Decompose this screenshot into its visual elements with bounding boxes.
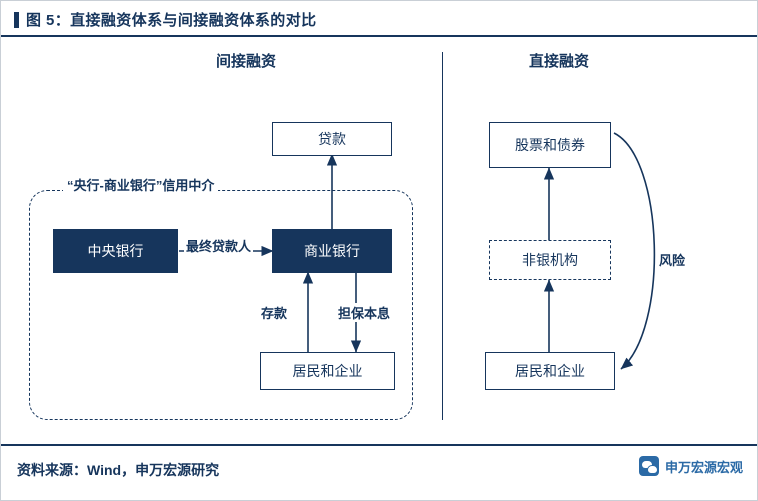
diagram-canvas: 间接融资 直接融资 “央行-商业银行”信用中介 <box>1 38 757 444</box>
node-stocks-and-bonds[interactable]: 股票和债券 <box>489 122 611 168</box>
node-loan[interactable]: 贷款 <box>272 122 392 156</box>
column-divider <box>442 52 443 420</box>
figure-footer: 资料来源：Wind，申万宏源研究 申万宏源宏观 <box>1 444 757 500</box>
right-column-title: 直接融资 <box>529 53 590 70</box>
figure-title-bar: 图 5：直接融资体系与间接融资体系的对比 <box>1 1 757 37</box>
edge-label-risk: 风险 <box>657 250 688 269</box>
edge-label-lender-of-last-resort: 最终贷款人 <box>184 236 254 255</box>
node-central-bank[interactable]: 中央银行 <box>53 229 178 273</box>
credit-intermediary-label: “央行-商业银行”信用中介 <box>63 175 219 194</box>
source-text: 资料来源：Wind，申万宏源研究 <box>17 462 220 478</box>
node-households-firms-right[interactable]: 居民和企业 <box>485 352 615 390</box>
edge-label-collateral: 担保本息 <box>336 303 393 322</box>
wechat-badge: 申万宏源宏观 <box>638 456 743 476</box>
edge-label-deposit: 存款 <box>259 303 290 322</box>
node-non-bank-institutions[interactable]: 非银机构 <box>489 240 611 280</box>
node-households-firms-left[interactable]: 居民和企业 <box>260 352 395 390</box>
wechat-label: 申万宏源宏观 <box>664 459 743 475</box>
title-accent-bar <box>14 12 19 28</box>
wechat-icon <box>638 456 659 476</box>
page-title: 图 5：直接融资体系与间接融资体系的对比 <box>26 12 317 29</box>
node-commercial-bank[interactable]: 商业银行 <box>272 229 392 273</box>
credit-intermediary-region <box>29 190 413 420</box>
left-column-title: 间接融资 <box>216 53 277 70</box>
